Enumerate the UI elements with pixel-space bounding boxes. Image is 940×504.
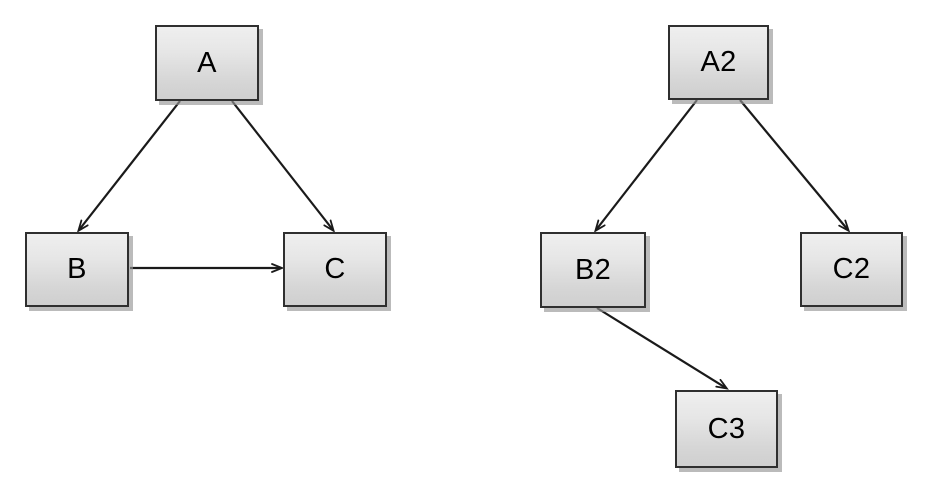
edge-a2-to-c2: [739, 99, 851, 233]
node-c2[interactable]: C2: [800, 232, 903, 307]
node-c-label: C: [324, 253, 346, 285]
node-c2-label: C2: [832, 253, 871, 285]
node-a[interactable]: A: [155, 25, 259, 101]
node-b-label: B: [67, 253, 87, 285]
node-a-label: A: [197, 46, 217, 79]
node-b[interactable]: B: [25, 232, 129, 307]
node-c3[interactable]: C3: [675, 390, 778, 468]
edge-a-to-c: [231, 100, 336, 233]
edge-a2-to-b2: [593, 99, 698, 233]
node-c[interactable]: C: [283, 232, 387, 307]
node-b2-label: B2: [574, 253, 612, 286]
node-a2[interactable]: A2: [668, 25, 769, 100]
node-b2[interactable]: B2: [540, 232, 646, 308]
node-a2-label: A2: [700, 46, 737, 78]
node-c3-label: C3: [707, 412, 746, 445]
edge-a-to-b: [76, 100, 181, 233]
edge-b2-to-c3: [596, 307, 729, 390]
